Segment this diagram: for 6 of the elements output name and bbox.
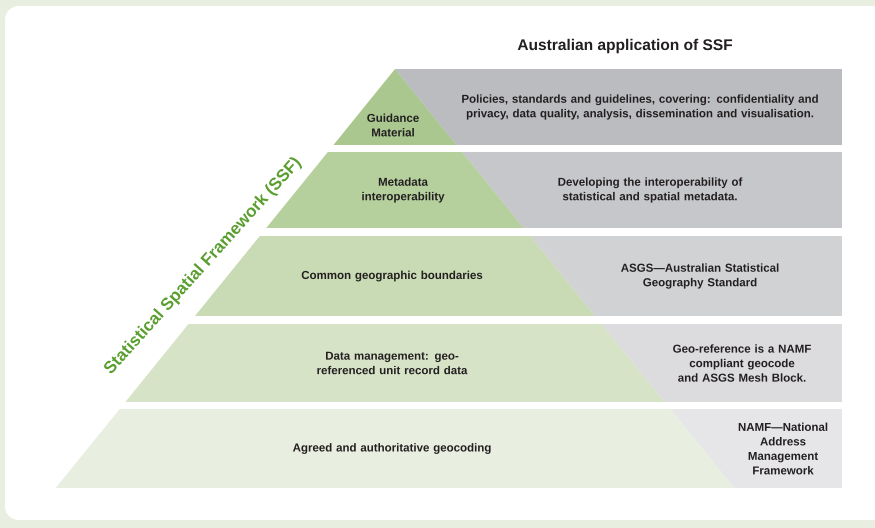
pyramid-tier: Guidance Material	[333, 69, 457, 145]
description-band: ASGS—Australian Statistical Geography Standard	[530, 236, 842, 316]
title: Australian application of SSF	[518, 38, 732, 54]
description-band: NAMF—National Address Management Framework	[670, 409, 842, 488]
description-band: Geo-reference is a NAMF compliant geocode and ASGS Mesh Block.	[602, 324, 842, 402]
description-band: Developing the interoperability of statistical and spatial metadata.	[462, 152, 842, 228]
